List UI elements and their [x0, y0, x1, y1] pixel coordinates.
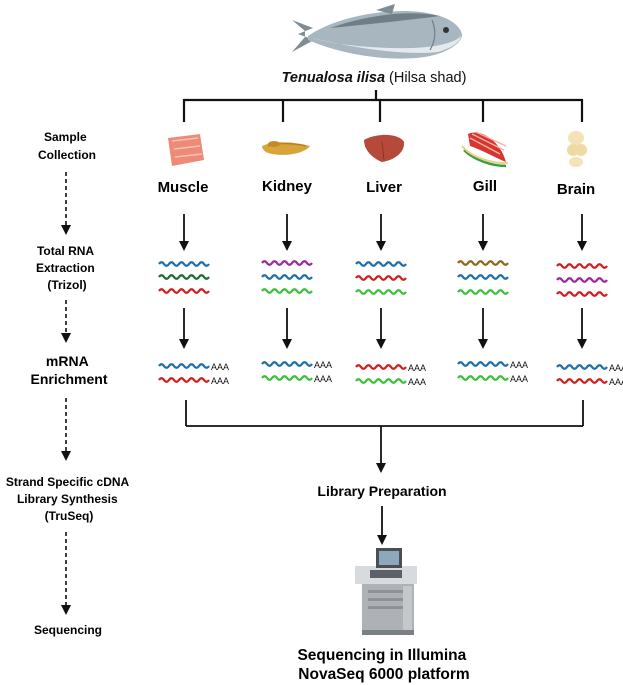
mrna-strand-liver: [355, 364, 407, 370]
rna-strand-gill: [457, 289, 509, 295]
rna-strand-kidney: [261, 274, 313, 280]
mrna-strand-brain: [556, 378, 608, 384]
rna-strand-brain: [556, 291, 608, 297]
sequencer-icon: [355, 548, 417, 635]
top-bracket: [182, 90, 584, 122]
tissue-label-kidney: Kidney: [262, 178, 313, 195]
species-name: Tenualosa ilisa: [282, 70, 385, 86]
step-label-rna-extraction: Total RNA Extraction (Trizol): [36, 244, 98, 292]
polya-tail-label: AAA: [609, 363, 623, 373]
rna-strand-muscle: [158, 261, 210, 267]
step-label-library-synthesis: Strand Specific cDNA Library Synthesis (…: [6, 475, 132, 523]
tissue-label-brain: Brain: [557, 181, 595, 198]
species-title: Tenualosa ilisa (Hilsa shad): [282, 70, 467, 86]
polya-tail-label: AAA: [314, 360, 332, 370]
rna-strand-muscle: [158, 288, 210, 294]
rna-strand-kidney: [261, 288, 313, 294]
gill-icon: [461, 131, 509, 168]
step-label-sequencing: Sequencing: [34, 623, 102, 637]
rna-strand-liver: [355, 289, 407, 295]
fish-icon: [292, 4, 462, 59]
mrna-strand-muscle: [158, 363, 210, 369]
bottom-bracket: [185, 400, 584, 473]
mrna-strand-gill: [457, 375, 509, 381]
mrna-strand-liver: [355, 378, 407, 384]
polya-tail-label: AAA: [408, 363, 426, 373]
rna-strand-brain: [556, 263, 608, 269]
polya-tail-label: AAA: [408, 377, 426, 387]
tissue-label-gill: Gill: [473, 178, 497, 195]
mrna-strand-brain: [556, 364, 608, 370]
common-name: (Hilsa shad): [389, 70, 466, 86]
sequencer-caption: Sequencing in Illumina NovaSeq 6000 plat…: [297, 647, 470, 683]
polya-tail-label: AAA: [510, 360, 528, 370]
rna-strand-gill: [457, 274, 509, 280]
polya-tail-label: AAA: [609, 377, 623, 387]
polya-tail-label: AAA: [510, 374, 528, 384]
step-label-mrna-enrichment: mRNA Enrichment: [30, 353, 107, 387]
muscle-icon: [168, 134, 204, 166]
tissue-label-liver: Liver: [366, 179, 402, 196]
polya-tail-label: AAA: [211, 376, 229, 386]
tissue-label-muscle: Muscle: [158, 179, 209, 196]
polya-tail-label: AAA: [314, 374, 332, 384]
tissue-columns: AAA AAA AAA AAA AAA AAA AAA AAA AAA AAA: [158, 214, 623, 387]
mrna-strand-muscle: [158, 377, 210, 383]
rna-strand-liver: [355, 261, 407, 267]
mrna-strand-gill: [457, 361, 509, 367]
rna-strand-liver: [355, 275, 407, 281]
liver-icon: [364, 134, 405, 162]
polya-tail-label: AAA: [211, 362, 229, 372]
mrna-strand-kidney: [261, 375, 313, 381]
rna-strand-brain: [556, 277, 608, 283]
rna-strand-muscle: [158, 274, 210, 280]
rna-strand-kidney: [261, 260, 313, 266]
brain-icon: [567, 131, 587, 167]
kidney-icon: [262, 141, 310, 155]
rna-strand-gill: [457, 260, 509, 266]
library-prep-label: Library Preparation: [317, 483, 446, 499]
mrna-strand-kidney: [261, 361, 313, 367]
step-label-sample-collection: Sample Collection: [38, 130, 96, 162]
